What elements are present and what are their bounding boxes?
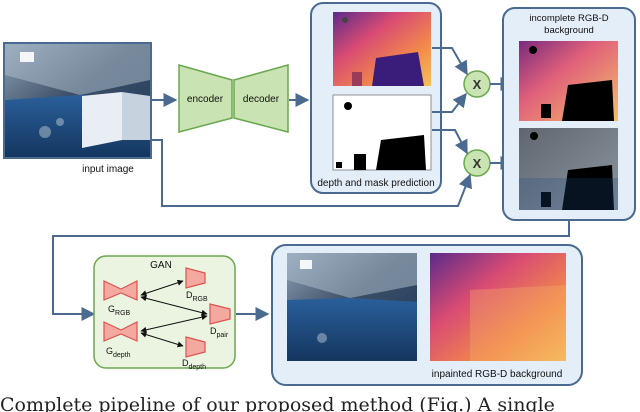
multiply-symbol-bottom: X (473, 156, 482, 171)
arrow-mask-to-multiply-bottom (432, 129, 468, 155)
input-image (3, 42, 152, 159)
arrow-incomplete-to-gan (52, 221, 570, 321)
inpainted-rgb-image (287, 253, 417, 361)
input-image-label: input image (82, 164, 134, 175)
g-rgb-shape (103, 280, 138, 301)
encoder-shape (178, 64, 233, 133)
gan-arrow-g-rgb-d-pair (140, 295, 208, 316)
pipeline-diagram: input image encoder decoder depth and ma… (3, 2, 636, 386)
decoder-label: decoder (243, 94, 280, 105)
g-depth-shape (103, 321, 138, 342)
gan-arrow-g-depth-d-pair (140, 314, 208, 333)
inpainted-depth-image (430, 253, 566, 361)
incomplete-depth-image (519, 41, 618, 121)
mask-prediction-image (332, 94, 432, 171)
multiply-symbol-top: X (473, 77, 482, 92)
incomplete-label-line1: incomplete RGB-D (529, 13, 608, 24)
d-depth-label: Ddepth (182, 358, 206, 371)
gan-arrow-g-depth-d-depth (140, 331, 184, 348)
gan-arrow-g-rgb-d-rgb (140, 279, 184, 297)
d-pair-shape (209, 303, 231, 325)
d-depth-shape (185, 336, 206, 358)
g-rgb-label: GRGB (108, 304, 131, 317)
incomplete-rgb-image (519, 128, 618, 210)
figure-caption: Complete pipeline of our proposed method… (0, 394, 555, 412)
arrow-input-to-multiply-bottom (152, 139, 472, 207)
arrow-mask-to-multiply-top (432, 92, 467, 113)
gan-title: GAN (150, 260, 172, 271)
depth-prediction-image (333, 12, 431, 86)
d-rgb-shape (185, 267, 206, 289)
arrow-depth-to-multiply (432, 47, 468, 76)
encoder-label: encoder (187, 94, 224, 105)
incomplete-label-line2: background (544, 25, 594, 36)
decoder-shape (233, 64, 289, 133)
prediction-label: depth and mask prediction (317, 178, 434, 189)
g-depth-label: Gdepth (106, 346, 131, 359)
d-pair-label: Dpair (210, 326, 229, 339)
inpainted-label: inpainted RGB-D background (432, 369, 563, 380)
